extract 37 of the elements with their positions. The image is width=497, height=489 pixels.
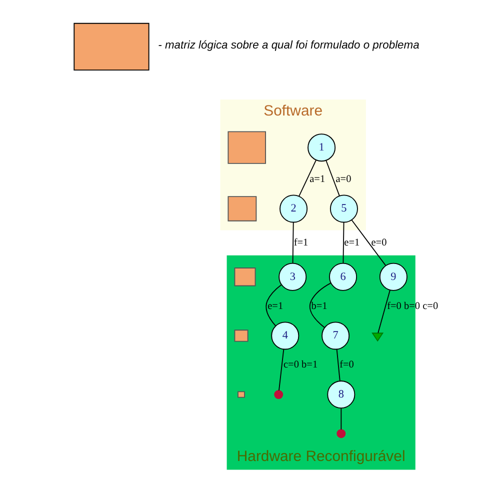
edge-label: e=1 xyxy=(344,237,360,248)
connector xyxy=(298,160,316,197)
node-circle: 8 xyxy=(327,380,356,409)
node-circle: 3 xyxy=(278,262,307,291)
edge-label: b=1 xyxy=(311,300,328,312)
connector xyxy=(278,348,284,391)
node-box xyxy=(228,196,257,222)
legend-label: - matriz lógica sobre a qual foi formulado o problema xyxy=(158,40,420,52)
node-circle: 9 xyxy=(379,262,408,291)
edge-label: f=1 xyxy=(294,237,308,248)
connector xyxy=(292,222,294,264)
edge-label: e=1 xyxy=(268,300,284,312)
node-circle: 2 xyxy=(280,194,308,223)
connector xyxy=(266,284,282,326)
node-cross xyxy=(336,429,346,438)
node-circle: 7 xyxy=(322,322,350,350)
node-box xyxy=(228,131,266,164)
node-check xyxy=(372,332,384,342)
edge-label: f=0 xyxy=(340,360,354,371)
node-box xyxy=(234,330,248,342)
edge-label: c=0 b=1 xyxy=(283,360,318,371)
connector xyxy=(326,160,340,196)
edge-label: a=1 xyxy=(310,174,326,185)
connector xyxy=(336,348,340,382)
node-circle: 6 xyxy=(329,262,358,291)
node-box xyxy=(234,268,256,286)
node-circle: 1 xyxy=(308,134,336,162)
node-box xyxy=(238,391,245,398)
node-cross xyxy=(274,390,284,400)
edge-label: e=0 xyxy=(371,237,387,248)
edge-label: a=0 xyxy=(336,174,352,185)
connector xyxy=(378,290,390,334)
node-circle: 4 xyxy=(271,322,300,350)
connector xyxy=(340,408,342,430)
connector xyxy=(309,282,332,328)
connector xyxy=(342,222,344,264)
node-circle: 5 xyxy=(330,194,358,223)
